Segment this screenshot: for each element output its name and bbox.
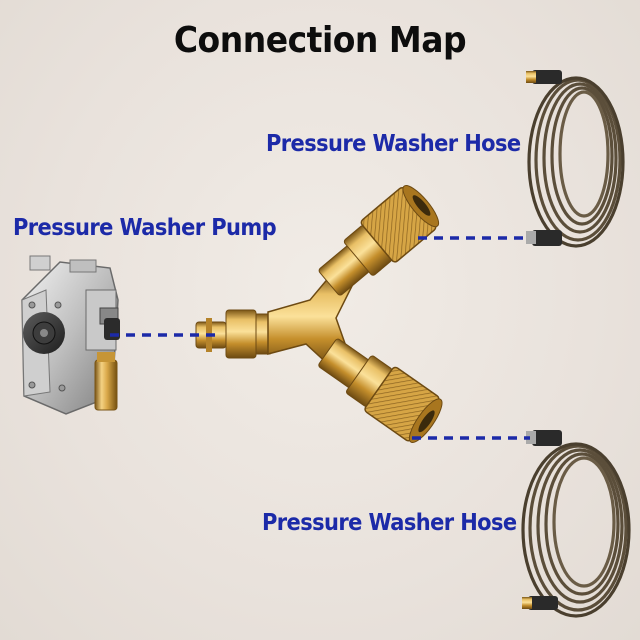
label-hose-bottom: Pressure Washer Hose: [262, 508, 517, 536]
page-title: Connection Map: [173, 18, 467, 61]
hose-bottom-coupler-icon: [522, 430, 562, 610]
pressure-washer-pump-icon: [21, 255, 120, 415]
label-hose-top: Pressure Washer Hose: [266, 129, 521, 157]
coiled-hose-icon: [527, 76, 625, 248]
label-pump: Pressure Washer Pump: [13, 213, 277, 241]
coiled-hose-icon: [521, 442, 631, 618]
hose-top-coupler-icon: [526, 70, 562, 246]
